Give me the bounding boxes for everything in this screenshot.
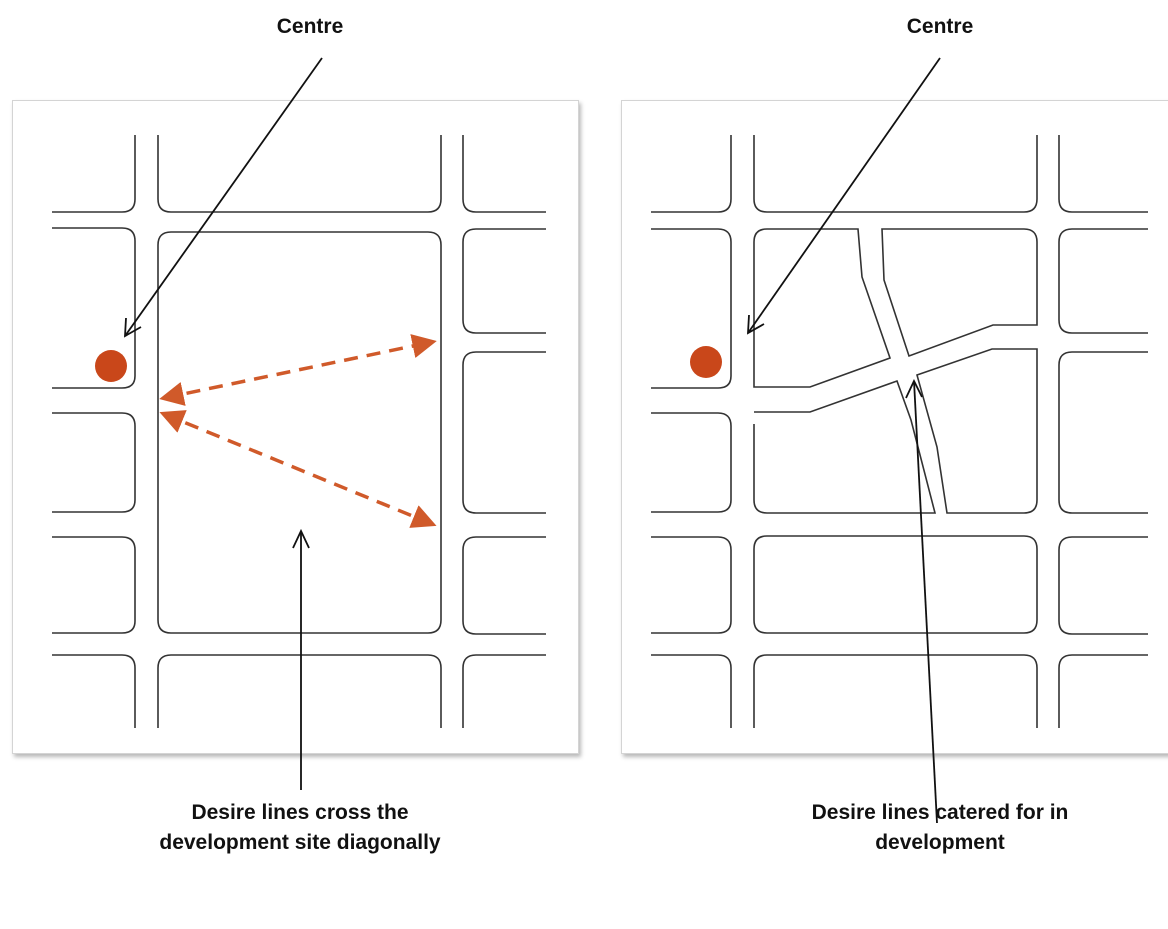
caption-left: Desire lines cross the development site …: [159, 801, 441, 854]
right-centre-dot: [690, 346, 722, 378]
caption-right: Desire lines catered for in development: [811, 801, 1069, 854]
road-edge: [651, 228, 732, 389]
road-edge: [52, 227, 136, 389]
road-edge: [157, 654, 442, 728]
road-edge: [1058, 536, 1148, 635]
site-block-bottom-right: [916, 348, 1038, 514]
road-edge: [52, 412, 136, 513]
left-desire-lines: [159, 334, 437, 528]
right-map-panel: [621, 100, 1168, 754]
arrowhead-left-centre: [124, 317, 142, 338]
pointer-left-centre: [124, 57, 323, 337]
site-block-top-right: [881, 228, 1038, 358]
development-site-block: [157, 231, 442, 634]
road-edge: [462, 654, 546, 728]
right-road-network: [651, 135, 1148, 728]
road-edge: [462, 536, 546, 635]
road-edge: [52, 135, 136, 213]
left-road-network: [52, 135, 546, 728]
pointer-right-junction: [913, 380, 938, 824]
road-edge: [1058, 228, 1148, 334]
desire-line-lower: [159, 410, 437, 528]
road-edge: [651, 654, 732, 728]
road-edge: [753, 535, 1038, 634]
road-edge: [157, 135, 442, 213]
desire-line-upper: [159, 334, 437, 406]
road-edge: [52, 654, 136, 728]
site-block-top-left: [753, 228, 892, 388]
centre-label-right: Centre: [906, 15, 974, 38]
pointer-arrows: [124, 57, 941, 824]
road-edge: [1058, 135, 1148, 213]
pointer-right-centre: [747, 57, 941, 334]
arrowhead-right-centre: [747, 314, 765, 335]
site-block-bottom-left: [753, 379, 937, 514]
left-centre-dot: [95, 350, 127, 382]
centre-label-left: Centre: [276, 15, 344, 38]
road-edge: [52, 536, 136, 634]
road-edge: [753, 654, 1038, 728]
road-edge: [651, 412, 732, 513]
road-edge: [651, 536, 732, 634]
road-edge: [753, 135, 1038, 213]
road-edge: [1058, 654, 1148, 728]
road-edge: [462, 228, 546, 334]
road-edge: [1058, 351, 1148, 514]
road-edge: [462, 135, 546, 213]
arrowhead-right-junction: [905, 378, 923, 399]
road-edge: [462, 351, 546, 514]
arrowhead-left-site: [292, 528, 310, 549]
road-edge: [651, 135, 732, 213]
